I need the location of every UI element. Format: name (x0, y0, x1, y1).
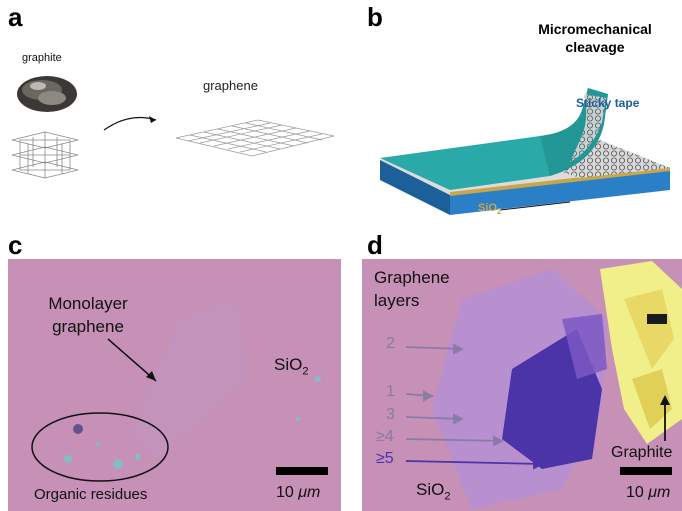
graphite-label-d: Graphite (611, 444, 673, 461)
monolayer-line-1: Monolayer (48, 294, 128, 313)
d-scale-label: 10 μm (626, 484, 670, 502)
sio2-pointer-line (499, 201, 571, 211)
organic-residue-specks (64, 376, 321, 469)
c-sio2-main: SiO (274, 355, 303, 374)
monolayer-arrow (107, 338, 157, 382)
layer-number-2: 2 (386, 335, 395, 352)
panel-d-micrograph-svg (362, 259, 682, 511)
graphite-rock-image (17, 76, 77, 112)
monolayer-line-2: graphene (52, 317, 124, 336)
panel-d-letter: d (367, 230, 383, 260)
graphene-layers-label: Graphene layers (374, 266, 450, 312)
conversion-arrow (103, 116, 157, 131)
panel-c-micrograph (8, 259, 341, 511)
organic-residues-label: Organic residues (34, 486, 148, 503)
b-sio2-main: SiO (478, 202, 497, 214)
c-scale-value: 10 (276, 484, 294, 501)
layers-line-2: layers (374, 291, 420, 310)
title-line-2: cleavage (565, 39, 625, 55)
monolayer-graphene-label: Monolayer graphene (38, 292, 138, 338)
graphite-lattice-diagram (11, 131, 79, 179)
b-sio2-sub: 2 (496, 207, 502, 217)
d-sio2-sub: 2 (444, 490, 451, 503)
layer-number-3: 3 (386, 406, 395, 423)
d-sio2-label: SiO2 (416, 480, 450, 502)
d-sio2-main: SiO (416, 480, 445, 499)
d-scale-bar (620, 467, 672, 475)
residue-circle (31, 412, 169, 482)
layer-number-ge5: ≥5 (376, 450, 394, 467)
c-sio2-label: SiO2 (274, 355, 308, 377)
d-scale-unit: μm (648, 484, 671, 501)
micromechanical-cleavage-title: Micromechanical cleavage (520, 20, 670, 56)
layer-arrows (405, 343, 505, 447)
graphite-label: graphite (22, 52, 62, 64)
sticky-tape-shape (380, 88, 608, 190)
graphene-label: graphene (203, 78, 258, 93)
layers-line-1: Graphene (374, 268, 450, 287)
cleavage-diagram (380, 88, 670, 215)
monolayer-flake (128, 299, 248, 459)
graphite-flake (600, 261, 682, 444)
panel-c-micrograph-svg (8, 259, 341, 511)
c-scale-label: 10 μm (276, 484, 320, 502)
title-line-1: Micromechanical (538, 21, 652, 37)
panel-b-letter: b (367, 2, 383, 32)
c-sio2-sub: 2 (302, 365, 309, 378)
panel-a-letter: a (8, 2, 23, 32)
layer-number-1: 1 (386, 383, 395, 400)
d-scale-value: 10 (626, 484, 644, 501)
panel-a-illustration (11, 76, 335, 179)
c-scale-bar (276, 467, 328, 475)
sticky-tape-label: Sticky tape (576, 96, 640, 110)
graphene-sheet-diagram (175, 119, 335, 157)
layer-number-ge4: ≥4 (376, 428, 394, 445)
panel-d-micrograph (362, 259, 682, 511)
layer5-arrow (405, 458, 545, 470)
c-scale-unit: μm (298, 484, 321, 501)
b-sio2-label: SiO2 (478, 202, 501, 216)
panel-c-letter: c (8, 230, 23, 260)
